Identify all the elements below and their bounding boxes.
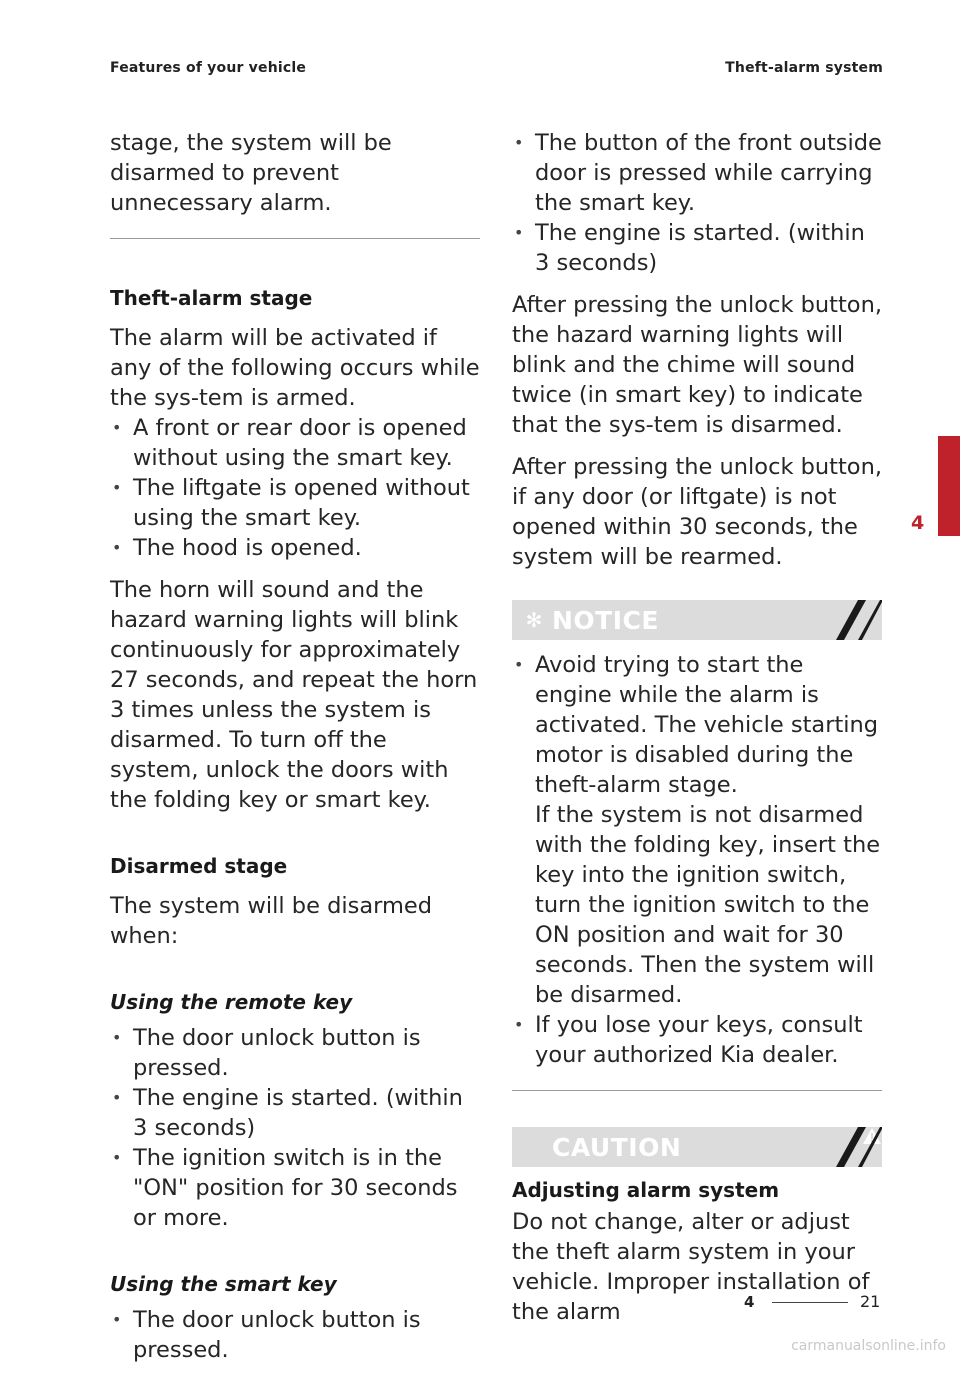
list-item: The button of the front outside door is … — [512, 128, 882, 218]
slash-stripes-icon — [836, 1127, 882, 1167]
list-item: A front or rear door is opened without u… — [110, 413, 480, 473]
footer-divider — [772, 1302, 848, 1303]
notice-divider — [512, 1090, 882, 1091]
smart-key-list: The door unlock button is pressed. — [110, 1305, 480, 1365]
theft-alarm-text: The alarm will be activated if any of th… — [110, 325, 480, 411]
remote-key-list: The door unlock button is pressed. The e… — [110, 1023, 480, 1233]
section-divider — [110, 238, 480, 239]
left-column: stage, the system will be disarmed to pr… — [110, 128, 480, 1377]
notice-list: Avoid trying to start the engine while t… — [512, 650, 882, 1070]
header-right-title: Theft-alarm system — [725, 60, 883, 76]
chapter-side-tab — [938, 436, 960, 536]
notice-banner: ✻ NOTICE — [512, 600, 882, 640]
list-item: The door unlock button is pressed. — [110, 1305, 480, 1365]
slash-stripes-icon — [836, 600, 882, 640]
header-left-title: Features of your vehicle — [110, 60, 307, 76]
disarmed-heading: Disarmed stage — [110, 854, 288, 878]
list-item: The door unlock button is pressed. — [110, 1023, 480, 1083]
footer-page-number: 21 — [860, 1292, 881, 1311]
unlock-paragraph: After pressing the unlock button, the ha… — [512, 292, 882, 438]
caution-text: Do not change, alter or adjust the theft… — [512, 1209, 870, 1325]
watermark: carmanualsonline.info — [791, 1338, 946, 1354]
intro-paragraph: stage, the system will be disarmed to pr… — [110, 130, 392, 216]
notice-bullet-part1: Avoid trying to start the engine while t… — [535, 652, 879, 798]
list-item: The engine is started. (within 3 seconds… — [512, 218, 882, 278]
list-item: The ignition switch is in the "ON" posit… — [110, 1143, 480, 1233]
remote-key-heading: Using the remote key — [110, 990, 353, 1014]
theft-alarm-list: A front or rear door is opened without u… — [110, 413, 480, 563]
notice-bullet-part2: If the system is not disarmed with the f… — [535, 802, 881, 1008]
chapter-side-number: 4 — [911, 512, 925, 534]
right-column: The button of the front outside door is … — [512, 128, 882, 1339]
list-item: The hood is opened. — [110, 533, 480, 563]
list-item: Avoid trying to start the engine while t… — [512, 650, 882, 1010]
list-item: The liftgate is opened without using the… — [110, 473, 480, 533]
rearm-paragraph: After pressing the unlock button, if any… — [512, 454, 882, 570]
notice-label: NOTICE — [552, 605, 659, 635]
list-item: If you lose your keys, consult your auth… — [512, 1010, 882, 1070]
asterisk-icon: ✻ — [525, 608, 543, 632]
caution-banner: CAUTION — [512, 1127, 882, 1167]
caution-label: CAUTION — [552, 1132, 682, 1162]
caution-heading: Adjusting alarm system — [512, 1178, 780, 1202]
disarmed-text: The system will be disarmed when: — [110, 893, 433, 949]
horn-paragraph: The horn will sound and the hazard warni… — [110, 577, 478, 813]
list-item: The engine is started. (within 3 seconds… — [110, 1083, 480, 1143]
footer-chapter-number: 4 — [744, 1293, 755, 1311]
theft-alarm-heading: Theft-alarm stage — [110, 286, 313, 310]
smart-key-list-continued: The button of the front outside door is … — [512, 128, 882, 278]
smart-key-heading: Using the smart key — [110, 1272, 337, 1296]
